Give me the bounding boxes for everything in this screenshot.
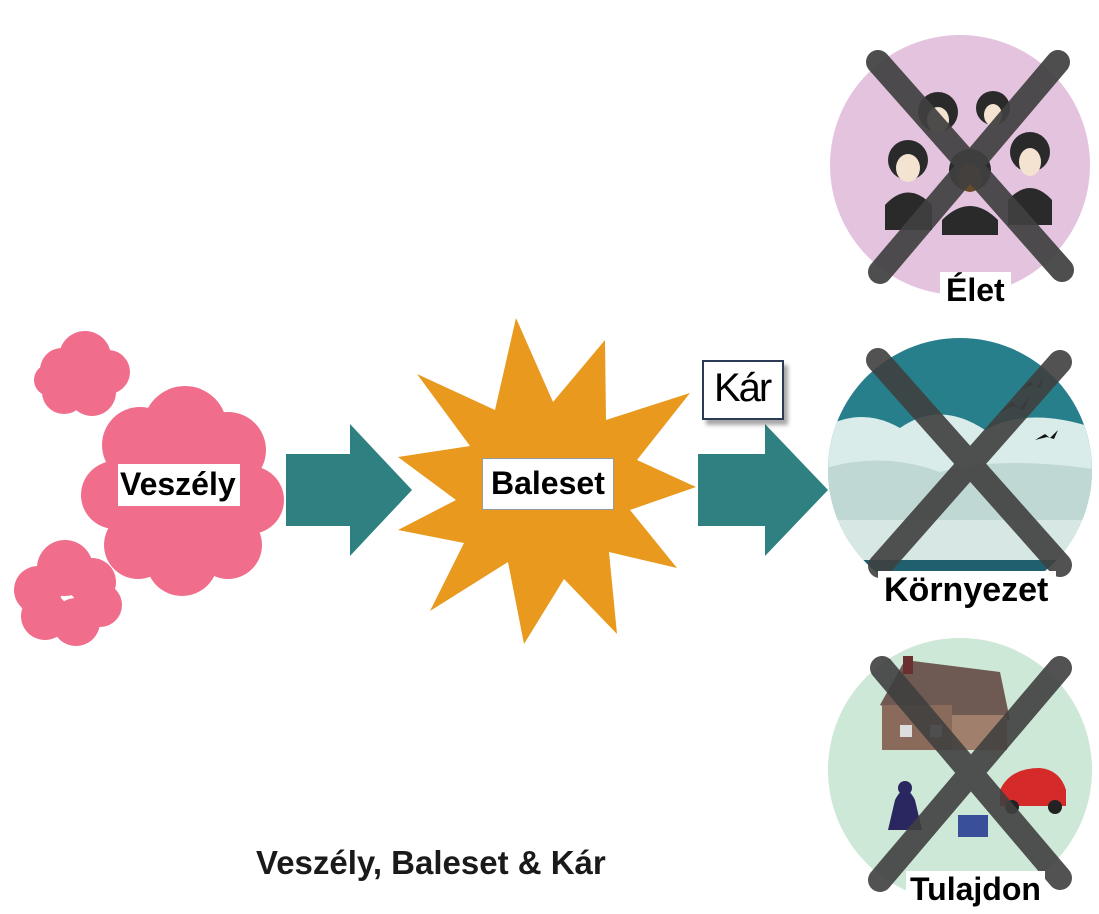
life-label: Élet [940,272,1011,308]
property-label: Tulajdon [906,871,1045,907]
arrow-hazard-to-accident [286,424,412,556]
accident-label: Baleset [482,458,614,510]
hazard-cloud-small-bottom [14,540,122,646]
cross-property-icon [868,656,1072,892]
damage-label: Kár [702,360,785,420]
arrow-accident-to-damage [698,424,828,556]
cross-life-icon [866,50,1074,284]
cross-environment-icon [866,348,1072,578]
environment-label: Környezet [878,571,1057,611]
hazard-label: Veszély [118,464,240,506]
hazard-cloud-small-top [34,331,130,416]
diagram-caption: Veszély, Baleset & Kár [256,844,606,881]
